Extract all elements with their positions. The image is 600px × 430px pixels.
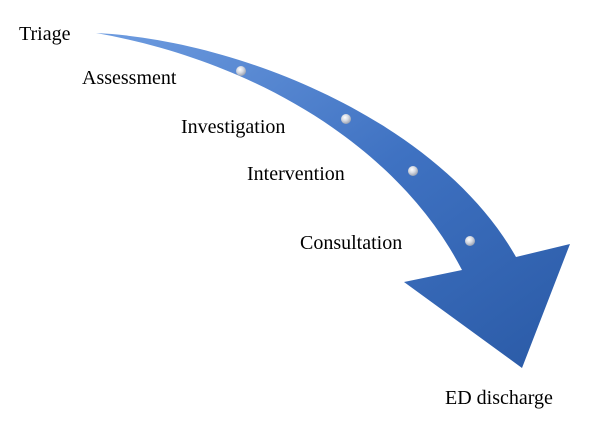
step-marker-intervention — [408, 166, 418, 176]
flow-arrow-shape — [96, 33, 570, 368]
step-label-investigation: Investigation — [181, 116, 286, 138]
step-marker-consultation — [465, 236, 475, 246]
step-marker-investigation — [341, 114, 351, 124]
step-label-assessment: Assessment — [82, 67, 177, 89]
step-marker-assessment — [236, 66, 246, 76]
step-label-ed-discharge: ED discharge — [445, 387, 553, 409]
step-label-triage: Triage — [19, 23, 71, 45]
step-label-intervention: Intervention — [247, 163, 345, 185]
step-label-consultation: Consultation — [300, 232, 403, 254]
